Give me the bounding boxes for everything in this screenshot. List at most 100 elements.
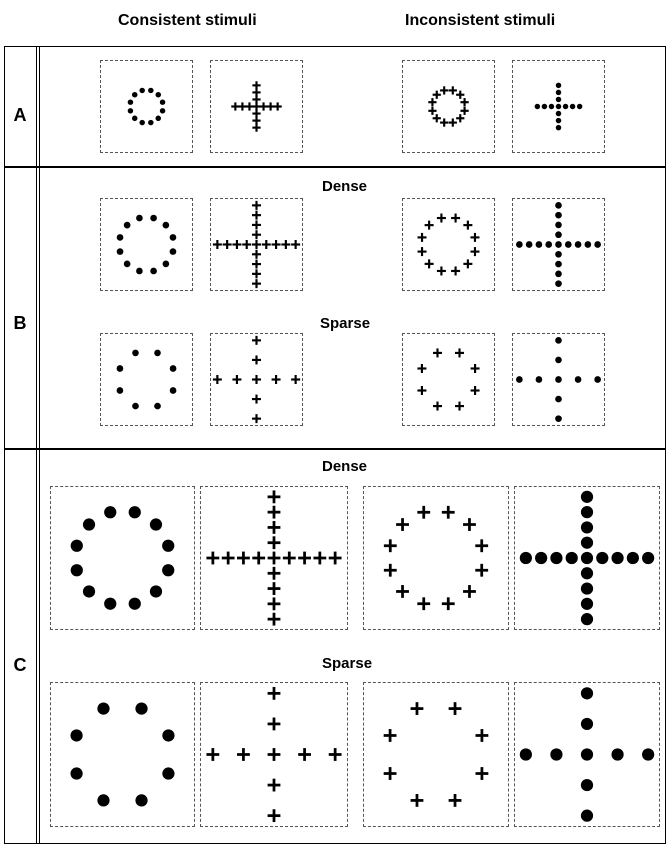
dot-element (131, 115, 138, 122)
plus-element (267, 521, 281, 534)
plus-element (432, 401, 442, 411)
circle-of-pluss (417, 348, 480, 411)
sublabel-b-sparse: Sparse (320, 315, 371, 332)
header-consistent-stimuli: Consistent stimuli (118, 12, 257, 29)
circle-of-dots (116, 349, 177, 410)
dot-element (555, 260, 562, 268)
dot-element (136, 267, 143, 275)
cross-of-dots (519, 687, 655, 822)
plus-element (261, 239, 271, 250)
dot-element (135, 702, 148, 715)
stimulus-box-a-inconsistent-circle-dense (402, 60, 495, 153)
dot-element (580, 521, 594, 534)
dot-element (525, 241, 533, 248)
dot-element (555, 110, 562, 117)
row-divider-b-c (4, 448, 666, 450)
dot-element (149, 518, 163, 531)
dot-element (580, 551, 594, 565)
dot-element (574, 376, 582, 383)
dot-element (555, 96, 562, 103)
plus-element (251, 394, 262, 404)
dot-element (611, 748, 624, 761)
dot-element (82, 585, 96, 598)
plus-element (251, 335, 262, 345)
plus-element (432, 90, 441, 99)
dot-element (555, 211, 562, 219)
dot-element (116, 365, 124, 372)
dot-element (535, 241, 543, 248)
dot-element (555, 241, 562, 248)
dot-element (139, 119, 145, 126)
plus-element (441, 597, 455, 611)
dot-element (128, 506, 141, 519)
plus-element (383, 767, 397, 780)
plus-element (238, 102, 247, 111)
plus-element (417, 247, 427, 257)
circle-of-pluss (428, 86, 469, 127)
dot-element (555, 280, 562, 287)
dot-element (580, 567, 594, 580)
plus-element (441, 505, 455, 519)
dot-element (135, 794, 148, 807)
plus-element (251, 269, 262, 279)
dot-element (516, 376, 523, 383)
plus-element (475, 767, 489, 780)
dot-element (534, 103, 541, 110)
dot-element (580, 717, 594, 731)
plus-element (267, 612, 281, 626)
dot-element (642, 551, 655, 565)
cross-of-pluss (212, 335, 301, 424)
stimulus-box-b-inconsistent-cross-sparse (512, 333, 605, 426)
dot-element (155, 91, 162, 98)
dot-element (159, 99, 166, 105)
cross-of-dots (519, 490, 655, 626)
plus-element (424, 220, 434, 230)
stimulus-box-c-inconsistent-cross-sparse (514, 682, 660, 827)
plus-element (460, 98, 469, 107)
dot-element (555, 221, 562, 229)
dot-element (104, 597, 117, 610)
dot-element (642, 748, 655, 761)
plus-element (383, 539, 397, 553)
row-divider-a-b (4, 166, 666, 168)
plus-element (259, 102, 268, 111)
table-left-border (4, 46, 5, 844)
plus-element (267, 551, 281, 565)
plus-element (245, 102, 254, 111)
plus-element (455, 401, 465, 411)
cross-of-pluss (212, 200, 301, 289)
dot-element (127, 99, 134, 105)
cross-of-dots (516, 337, 601, 422)
stimulus-box-a-consistent-cross-dense (210, 60, 303, 153)
dot-element (139, 87, 145, 94)
plus-element (460, 106, 469, 115)
dot-element (162, 260, 170, 268)
dot-element (159, 108, 166, 114)
plus-element (212, 239, 222, 250)
sublabel-c-dense: Dense (322, 458, 368, 475)
dot-element (131, 91, 138, 98)
plus-element (267, 748, 281, 761)
plus-element (448, 794, 462, 807)
plus-element (396, 518, 409, 531)
dot-element (548, 103, 555, 110)
stimulus-box-b-consistent-cross-dense (210, 198, 303, 291)
row-label-a: A (13, 105, 27, 125)
plus-element (252, 109, 261, 118)
plus-element (267, 809, 281, 823)
circle-of-dots (127, 87, 166, 126)
dot-element (555, 117, 562, 124)
dot-element (169, 234, 177, 241)
stimulus-box-b-consistent-circle-sparse (100, 333, 193, 426)
plus-element (475, 729, 489, 742)
plus-element (252, 116, 261, 125)
plus-element (417, 386, 427, 396)
dot-element (516, 241, 523, 248)
dot-element (550, 748, 563, 761)
dot-element (70, 729, 83, 742)
dot-element (116, 248, 124, 255)
circle-of-pluss (383, 505, 489, 611)
plus-element (252, 102, 261, 111)
dot-element (154, 402, 161, 410)
dot-element (104, 506, 117, 519)
